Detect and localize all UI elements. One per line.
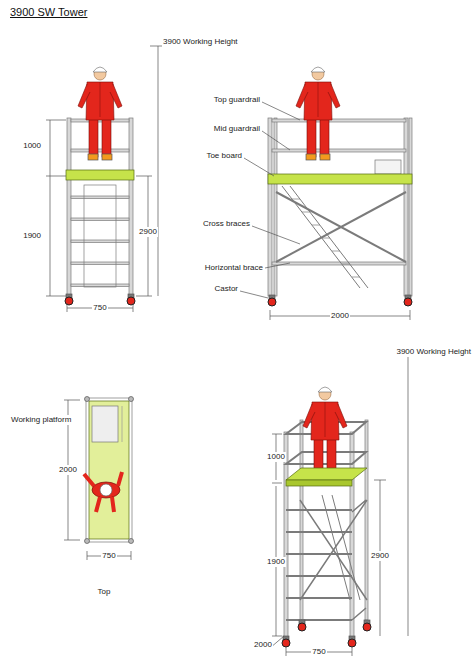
part-name: Top guardrail [213,95,261,105]
dimension: 1000 [266,452,286,462]
dimension: 750 [101,551,116,561]
working-height-dim: 3900 Working Height [162,37,239,47]
part-name: Toe board [205,151,243,161]
part-name: Castor [213,284,239,294]
part-name: Horizontal brace [204,263,264,273]
dimension: 2000 [330,311,350,321]
part-name: Working platform [10,415,72,425]
dimension: 750 [311,647,326,657]
dimension: 2000 [58,465,78,475]
part-name: Cross braces [202,219,251,229]
diagram-title: 3900 SW Tower [10,6,87,18]
working-height-dim: 3900 Working Height [395,347,472,357]
dimension: 750 [92,303,107,313]
dimension: 2900 [370,551,390,561]
dimension: 1900 [22,231,42,241]
dimension: 2000 [253,640,273,650]
dimension: 1900 [266,557,286,567]
view-name: Top [97,587,112,597]
part-name: Mid guardrail [213,124,261,134]
dimension: 2900 [138,227,158,237]
dimension: 1000 [22,141,42,151]
